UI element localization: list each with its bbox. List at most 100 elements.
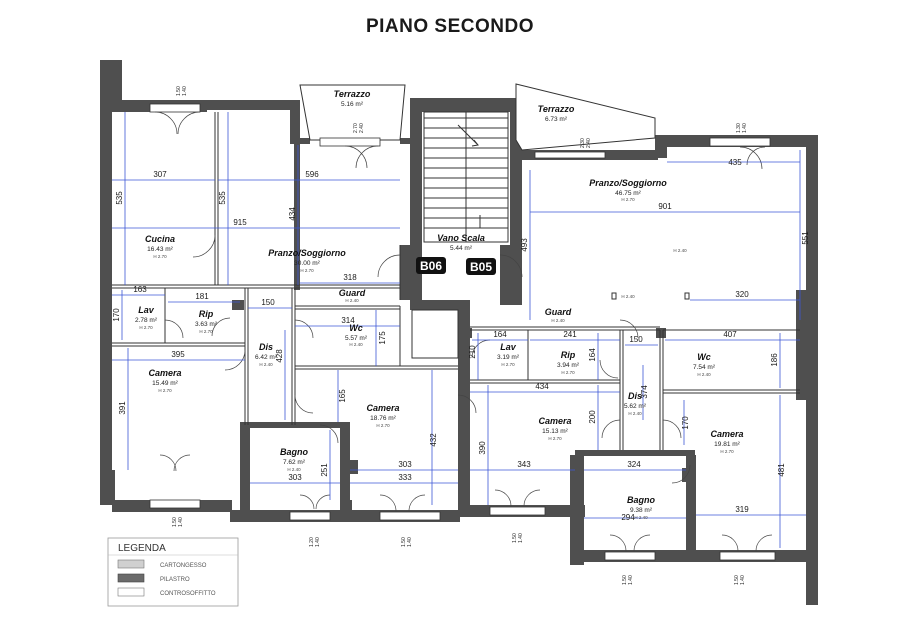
room-height-bagno-2: H 2.40 — [634, 515, 648, 520]
legend-item-pilastro: PILASTRO — [160, 577, 190, 583]
window-mark-b: 2.40 — [359, 123, 365, 133]
room-area-bagno-1: 7.62 m² — [283, 459, 306, 466]
room-area-camera-2: 18.76 m² — [370, 415, 396, 422]
room-name-camera-1: Camera — [148, 368, 181, 378]
window-mark-a: 2.70 — [353, 123, 359, 133]
dim-label: 551 — [801, 231, 810, 245]
dimension-lines — [112, 112, 806, 548]
room-name-pranzo-1: Pranzo/Soggiorno — [268, 248, 346, 258]
window-mark-a: 1.50 — [172, 517, 178, 527]
dim-label: 374 — [640, 385, 649, 399]
dim-label: 481 — [777, 463, 786, 477]
window-mark-b: 1.40 — [518, 533, 524, 543]
room-area-camera-3: 15.13 m² — [542, 428, 568, 435]
height-label: H 2.40 — [621, 294, 635, 299]
dim-label: 165 — [338, 389, 347, 403]
dim-label: 535 — [115, 191, 124, 205]
window-mark-a: 1.20 — [309, 537, 315, 547]
dim-label: 150 — [629, 335, 643, 344]
dim-label: 307 — [153, 170, 167, 179]
dim-label: 319 — [735, 505, 749, 514]
window-mark-b: 1.40 — [178, 517, 184, 527]
dim-label: 200 — [588, 410, 597, 424]
unit-badge-b05: B05 — [466, 258, 496, 275]
room-height-guard-2: H 2.40 — [551, 318, 565, 323]
room-name-guard-1: Guard — [339, 288, 366, 298]
dim-label: 170 — [112, 308, 121, 322]
dim-label: 407 — [723, 330, 737, 339]
window-mark-a: 1.30 — [736, 123, 742, 133]
window-mark-b: 1.40 — [742, 123, 748, 133]
window-mark-a: 1.50 — [734, 575, 740, 585]
room-area-cucina: 16.43 m² — [147, 246, 173, 253]
window-mark-b: 1.40 — [407, 537, 413, 547]
window-mark-a: 1.50 — [401, 537, 407, 547]
room-labels: Terrazzo 5.16 m² Terrazzo 6.73 m² Cucina… — [135, 89, 744, 520]
dim-label: 318 — [343, 273, 357, 282]
pillar-marker — [684, 292, 690, 300]
dim-label: 303 — [288, 473, 302, 482]
room-area-wc-2: 7.54 m² — [693, 364, 716, 371]
room-name-terrazzo-1: Terrazzo — [334, 89, 371, 99]
room-area-rip-1: 3.63 m² — [195, 321, 218, 328]
dim-label: 432 — [429, 433, 438, 447]
dim-label: 210 — [468, 345, 477, 359]
dim-label: 324 — [627, 460, 641, 469]
dim-label: 186 — [770, 353, 779, 367]
pillar-marker — [611, 292, 617, 300]
door-swings — [154, 111, 773, 552]
dim-label: 163 — [133, 285, 147, 294]
dim-label: 164 — [493, 330, 507, 339]
interior-partitions — [112, 112, 800, 450]
dim-label: 915 — [233, 218, 247, 227]
window-marks: 1.50 1.40 2.70 2.40 2.30 2.40 1.30 1.40 … — [172, 86, 748, 585]
unit-label-b05: B05 — [470, 260, 492, 274]
legend: LEGENDA CARTONGESSO PILASTRO CONTROSOFFI… — [107, 537, 239, 607]
dim-label: 164 — [588, 348, 597, 362]
dim-label: 435 — [728, 158, 742, 167]
room-name-vano-scala: Vano Scala — [437, 233, 485, 243]
window-mark-a: 1.50 — [622, 575, 628, 585]
room-name-wc-2: Wc — [697, 352, 711, 362]
room-name-bagno-2: Bagno — [627, 495, 656, 505]
room-name-lav-2: Lav — [500, 342, 517, 352]
dim-label: 181 — [195, 292, 209, 301]
dim-label: 320 — [735, 290, 749, 299]
unit-badge-b06: B06 — [416, 257, 446, 274]
room-name-camera-4: Camera — [710, 429, 743, 439]
room-height-wc-2: H 2.40 — [697, 372, 711, 377]
room-area-bagno-2: 9.38 m² — [630, 507, 653, 514]
room-area-terrazzo-1: 5.16 m² — [341, 101, 364, 108]
room-name-dis-1: Dis — [259, 342, 273, 352]
room-area-dis-1: 6.42 m² — [255, 354, 278, 361]
room-area-terrazzo-2: 6.73 m² — [545, 116, 568, 123]
room-name-dis-2: Dis — [628, 391, 642, 401]
room-height-cucina: H 2.70 — [153, 254, 167, 259]
dim-label: 391 — [118, 401, 127, 415]
window-mark-a: 1.50 — [512, 533, 518, 543]
room-area-camera-1: 15.49 m² — [152, 380, 178, 387]
dim-label: 294 — [621, 513, 635, 522]
dim-label: 303 — [398, 460, 412, 469]
room-height-pranzo-2: H 2.70 — [621, 197, 635, 202]
room-name-lav-1: Lav — [138, 305, 155, 315]
room-area-dis-2: 5.62 m² — [624, 403, 647, 410]
room-name-camera-2: Camera — [366, 403, 399, 413]
room-name-camera-3: Camera — [538, 416, 571, 426]
room-name-guard-2: Guard — [545, 307, 572, 317]
dim-label: 170 — [681, 416, 690, 430]
dim-label: 333 — [398, 473, 412, 482]
dim-label: 596 — [305, 170, 319, 179]
height-label: H 2.40 — [673, 248, 687, 253]
room-height-camera-3: H 2.70 — [548, 436, 562, 441]
room-height-camera-4: H 2.70 — [720, 449, 734, 454]
terraces — [299, 83, 656, 151]
dim-label: 901 — [658, 202, 672, 211]
legend-item-cartongesso: CARTONGESSO — [160, 563, 207, 569]
room-name-rip-2: Rip — [561, 350, 576, 360]
room-height-bagno-1: H 2.40 — [287, 467, 301, 472]
legend-item-controsoffitto: CONTROSOFFITTO — [160, 591, 216, 597]
window-mark-b: 1.40 — [315, 537, 321, 547]
room-height-camera-2: H 2.70 — [376, 423, 390, 428]
